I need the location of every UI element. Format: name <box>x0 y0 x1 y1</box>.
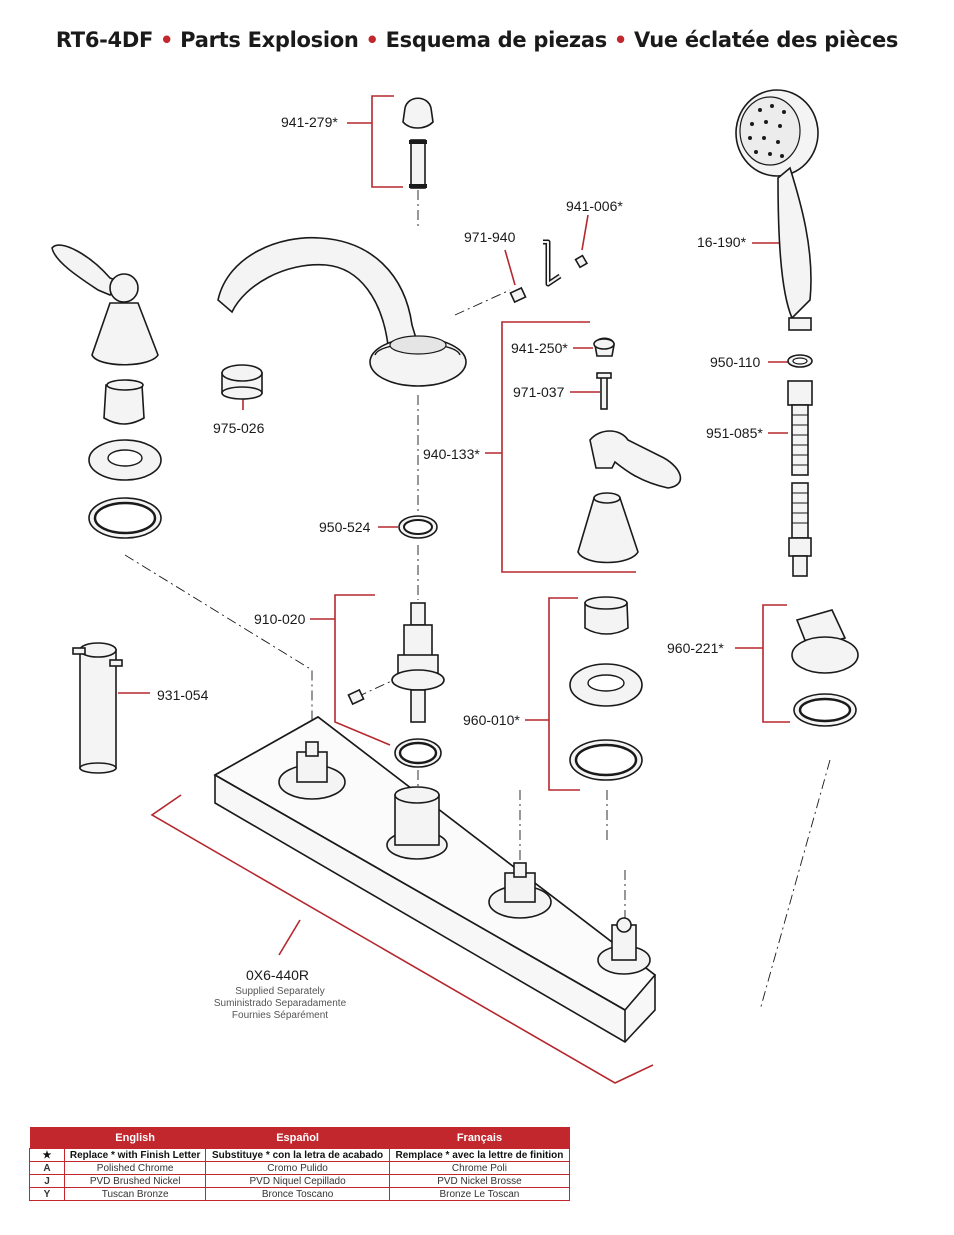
finish-table-header-english: English <box>64 1127 206 1149</box>
finish-spanish: PVD Niquel Cepillado <box>205 1174 390 1188</box>
left-handle-assembly <box>51 244 162 539</box>
red-brackets <box>118 95 790 1084</box>
title-separator: • <box>160 28 174 52</box>
label-941-006: 941-006* <box>566 198 623 214</box>
finish-english: PVD Brushed Nickel <box>63 1174 207 1188</box>
finish-note-spanish: Substituye * con la letra de acabado <box>205 1148 390 1162</box>
finish-french: PVD Nickel Brosse <box>388 1174 571 1188</box>
finish-note-symbol: ★ <box>29 1148 65 1162</box>
label-960-221: 960-221* <box>667 640 724 656</box>
finish-table-header: English Español Français <box>29 1127 570 1149</box>
label-0x6-440r: 0X6-440R <box>246 967 309 983</box>
right-handle-assembly <box>569 337 682 781</box>
label-950-524: 950-524 <box>319 519 371 535</box>
top-knob <box>402 97 434 189</box>
page-title: RT6-4DF•Parts Explosion•Esquema de pieza… <box>0 28 954 52</box>
title-spanish: Esquema de piezas <box>385 28 608 52</box>
aerator <box>221 364 263 400</box>
spout <box>217 236 467 387</box>
finish-english: Polished Chrome <box>63 1161 207 1175</box>
finish-note-english: Replace * with Finish Letter <box>63 1148 207 1162</box>
allen-wrench <box>347 239 589 706</box>
label-941-279: 941-279* <box>281 114 338 130</box>
title-separator: • <box>613 28 628 52</box>
finish-table-note-row: ★ Replace * with Finish Letter Substituy… <box>29 1148 571 1162</box>
extension-sleeve <box>72 642 123 774</box>
finish-spanish: Cromo Pulido <box>205 1161 390 1175</box>
finish-spanish: Bronce Toscano <box>205 1187 390 1201</box>
finish-code: A <box>29 1161 65 1175</box>
label-16-190: 16-190* <box>697 234 747 250</box>
label-931-054: 931-054 <box>157 687 209 703</box>
part-labels: 941-279* 941-006* 971-940 16-190* 941-25… <box>157 114 763 1021</box>
finish-note-french: Remplace * avec la lettre de finition <box>388 1148 571 1162</box>
finish-code: Y <box>29 1187 65 1201</box>
finish-row: A Polished Chrome Cromo Pulido Chrome Po… <box>29 1161 571 1175</box>
title-french: Vue éclatée des pièces <box>634 28 899 52</box>
note-supplied-separately-fr: Fournies Séparément <box>232 1010 328 1021</box>
label-940-133: 940-133* <box>423 446 480 462</box>
base-plate <box>213 716 657 1044</box>
finish-row: Y Tuscan Bronze Bronce Toscano Bronze Le… <box>29 1187 571 1201</box>
title-english: Parts Explosion <box>180 28 359 52</box>
label-951-085: 951-085* <box>706 425 763 441</box>
finish-code: J <box>29 1174 65 1188</box>
note-supplied-separately-es: Suministrado Separadamente <box>214 998 347 1009</box>
finish-row: J PVD Brushed Nickel PVD Niquel Cepillad… <box>29 1174 571 1188</box>
label-975-026: 975-026 <box>213 420 265 436</box>
finish-table-code-header <box>29 1127 65 1149</box>
label-910-020: 910-020 <box>254 611 306 627</box>
label-960-010: 960-010* <box>463 712 520 728</box>
note-supplied-separately-en: Supplied Separately <box>235 986 325 997</box>
label-971-940: 971-940 <box>464 229 516 245</box>
label-971-037: 971-037 <box>513 384 565 400</box>
hand-shower <box>735 89 859 727</box>
finish-english: Tuscan Bronze <box>63 1187 207 1201</box>
finish-table-header-french: Français <box>389 1127 570 1149</box>
label-941-250: 941-250* <box>511 340 568 356</box>
finish-french: Bronze Le Toscan <box>388 1187 571 1201</box>
center-valve <box>391 515 445 768</box>
finish-table-header-spanish: Español <box>205 1127 390 1149</box>
title-separator: • <box>365 28 379 52</box>
title-model: RT6-4DF <box>55 28 154 52</box>
label-950-110: 950-110 <box>710 354 761 370</box>
finish-french: Chrome Poli <box>388 1161 571 1175</box>
finish-table: English Español Français ★ Replace * wit… <box>29 1127 571 1201</box>
